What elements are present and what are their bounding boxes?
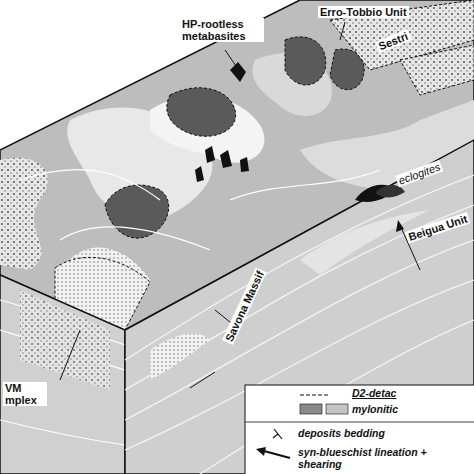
unit-label: HP-rootless metabasites (180, 18, 264, 42)
legend-text: syn-blueschist lineation + shearing (298, 447, 468, 470)
legend-heading: mylonitic (352, 404, 398, 416)
bedding-symbol (252, 427, 292, 443)
legend-heading: D2-detac (352, 388, 396, 400)
legend-text: deposits bedding (298, 428, 468, 440)
lineation-arrow-symbol (252, 446, 292, 462)
unit-label: VM mplex (3, 382, 47, 406)
unit-label: Erro-Tobbio Unit (318, 6, 409, 18)
